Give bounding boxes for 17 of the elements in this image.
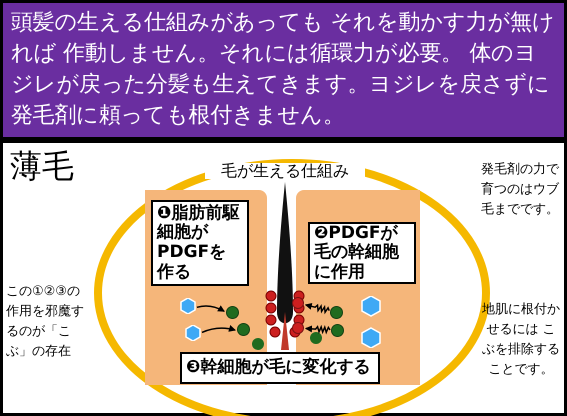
arrow [202, 325, 236, 334]
note-text: 発毛剤の力で育つのはウブ毛までです。 [480, 161, 560, 219]
callout-box [308, 222, 416, 284]
note-text: この①②③の作用を邪魔するのが「こぶ」の存在 [6, 283, 85, 361]
header-text: 頭髪の生える仕組みがあっても それを動かす力が無ければ 作動しません。それには循環力が必要。 体のヨジレが戻った分髪も生えてきます。ヨジレを戻さずに発毛剤に頼っても根付きません。 [11, 9, 556, 130]
callout-box [151, 200, 249, 286]
callout-text: ❷PDGFが毛の幹細胞に作用 [314, 224, 400, 282]
callout-text: ❸幹細胞が毛に変化する [186, 358, 370, 378]
illustration-title: 毛が生える仕組み [205, 163, 365, 179]
arrow [196, 305, 225, 312]
fat-cell-hexagon [180, 298, 196, 314]
arrow [304, 324, 331, 334]
callout-box [180, 352, 380, 384]
callout-text: ❶脂肪前駆細胞がPDGFを作る [157, 204, 240, 282]
title-text: 薄毛 [10, 150, 74, 182]
fat-cell-hexagon [185, 325, 201, 341]
arrow [304, 302, 330, 314]
